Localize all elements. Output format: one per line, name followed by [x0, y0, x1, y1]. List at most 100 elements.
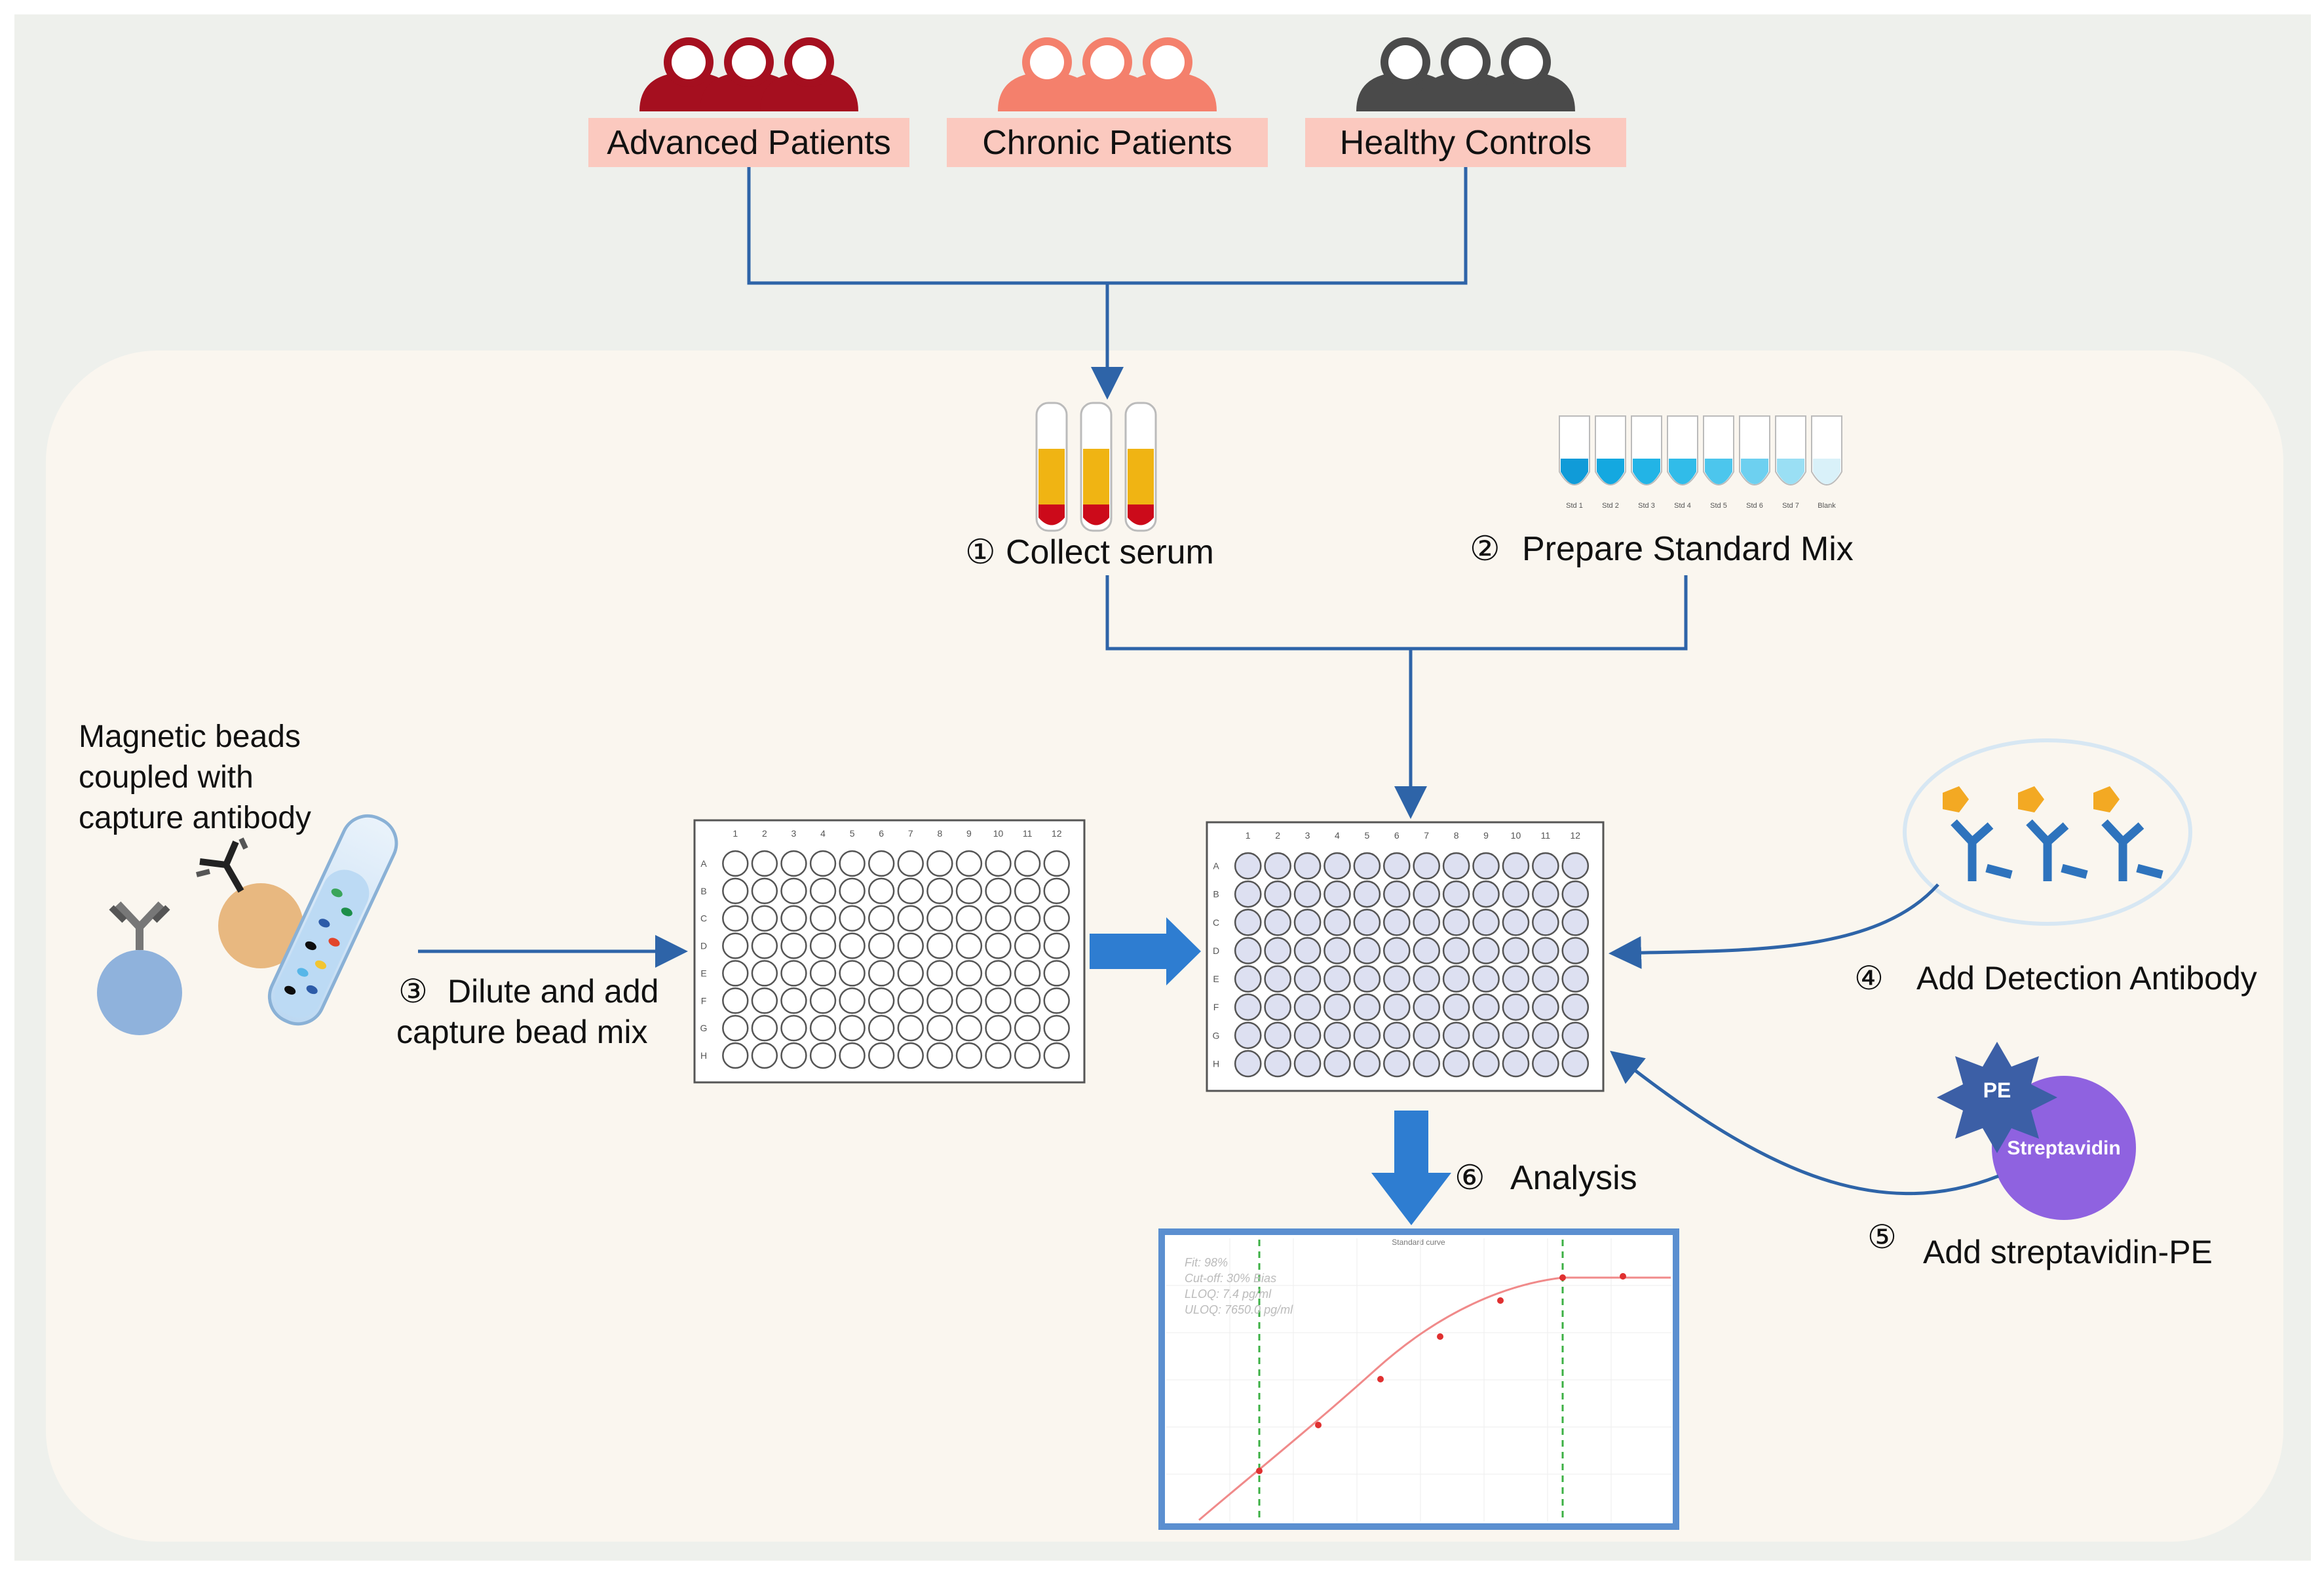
plate-well: [926, 905, 953, 932]
plate-well: [897, 987, 924, 1014]
detection-arrow: [1609, 883, 1939, 969]
plate-well: [1293, 880, 1322, 908]
step-2-number: ②: [1470, 530, 1500, 568]
curve-title: Standard curve: [1392, 1238, 1445, 1247]
plate-well: [1502, 909, 1530, 936]
plate-well: [926, 960, 953, 987]
plate-well: [1561, 965, 1590, 993]
plate-well: [722, 877, 749, 904]
plate-column-label: 3: [1305, 830, 1310, 841]
standard-label: Std 5: [1710, 502, 1727, 510]
step-6-number: ⑥: [1455, 1159, 1485, 1197]
serum-tubes-icon: [1035, 402, 1157, 532]
plate-well: [1043, 905, 1070, 932]
plate-well: [780, 1042, 807, 1069]
plate-well: [839, 960, 866, 987]
patient-groups: Advanced Patients Chronic Patients Healthy…: [588, 37, 1626, 167]
plate-well: [985, 987, 1012, 1014]
plate-row-label: H: [1213, 1058, 1219, 1069]
plate-column-label: 10: [993, 828, 1004, 839]
plate-well: [1472, 909, 1500, 936]
plate-row-label: E: [1213, 974, 1219, 984]
plate-well: [1502, 937, 1530, 964]
plate-well: [780, 850, 807, 877]
group-label: Chronic Patients: [982, 124, 1232, 162]
plate-well: [1502, 880, 1530, 908]
plate-well: [1014, 932, 1041, 959]
plate-row-label: E: [700, 968, 706, 978]
plate-well: [1382, 880, 1411, 908]
plate-well: [1264, 852, 1291, 880]
plate-well: [1353, 852, 1381, 880]
curve-stat-4: ULOQ: 7650.0 pg/ml: [1185, 1303, 1293, 1316]
step-1-number: ①: [965, 533, 996, 571]
plate-well: [1413, 1050, 1441, 1078]
plate-well: [1014, 960, 1041, 987]
plate-well: [1293, 852, 1322, 880]
plate-column-label: 8: [937, 828, 942, 839]
plate-row-label: H: [700, 1050, 707, 1061]
standard-label: Std 3: [1638, 502, 1655, 510]
plate-well: [868, 960, 895, 987]
plate-well: [1472, 993, 1500, 1021]
plate-well: [1234, 852, 1262, 880]
plate-well: [897, 850, 924, 877]
standard-tube: Std 1: [1559, 415, 1590, 510]
plate-well: [751, 960, 778, 987]
step-4-number: ④: [1854, 960, 1884, 997]
plate-well: [1472, 1050, 1500, 1078]
group-1: Advanced Patients: [588, 37, 909, 167]
plate-well: [722, 987, 749, 1014]
plate-well: [1472, 880, 1500, 908]
plate-well: [1014, 1015, 1041, 1042]
plate-well: [1324, 852, 1351, 880]
plate-well: [1413, 852, 1441, 880]
plate-well: [1442, 993, 1470, 1021]
plate-well: [839, 877, 866, 904]
standard-label: Std 1: [1566, 502, 1583, 510]
plate-well: [955, 1015, 983, 1042]
plate-well: [1502, 1021, 1530, 1050]
plate-well: [1324, 937, 1351, 964]
plate-row-label: A: [700, 858, 707, 869]
group-label-box: [1305, 118, 1626, 167]
plate-well: [926, 932, 953, 959]
plate-well: [1353, 909, 1381, 936]
plate-well: [1234, 1021, 1262, 1050]
group-label: Healthy Controls: [1340, 124, 1591, 162]
plate-well: [809, 932, 837, 959]
streptavidin-arrow: [1610, 1050, 1999, 1196]
plate-well: [809, 877, 837, 904]
plate-well: [1382, 1050, 1411, 1078]
plate-well: [1043, 877, 1070, 904]
plate-well: [809, 1042, 837, 1069]
group-label: Advanced Patients: [607, 124, 891, 162]
plate-well: [1353, 1050, 1381, 1078]
plate-well: [985, 932, 1012, 959]
plate-well: [839, 1015, 866, 1042]
streptavidin-label: Streptavidin: [2007, 1137, 2120, 1159]
bead-mix-tube-icon: [267, 814, 398, 1026]
pe-label: PE: [1983, 1078, 2011, 1102]
plate-well: [955, 905, 983, 932]
step-4-label: Add Detection Antibody: [1916, 960, 2257, 997]
plate-well: [955, 1042, 983, 1069]
analysis-arrow-icon: [1371, 1111, 1451, 1225]
step-6-label: Analysis: [1510, 1159, 1637, 1197]
plate-well: [868, 877, 895, 904]
plate-well: [1382, 909, 1411, 936]
curve-point: [1559, 1274, 1566, 1281]
plate-well: [1264, 965, 1291, 993]
plate-well: [955, 960, 983, 987]
plate-well: [985, 877, 1012, 904]
plate-well: [1382, 1021, 1411, 1050]
plate-well: [897, 877, 924, 904]
plate-well: [839, 850, 866, 877]
plate-column-label: 11: [1023, 828, 1033, 839]
plate-well: [780, 905, 807, 932]
plate-well: [1532, 1021, 1559, 1050]
plate-column-label: 5: [1364, 830, 1369, 841]
